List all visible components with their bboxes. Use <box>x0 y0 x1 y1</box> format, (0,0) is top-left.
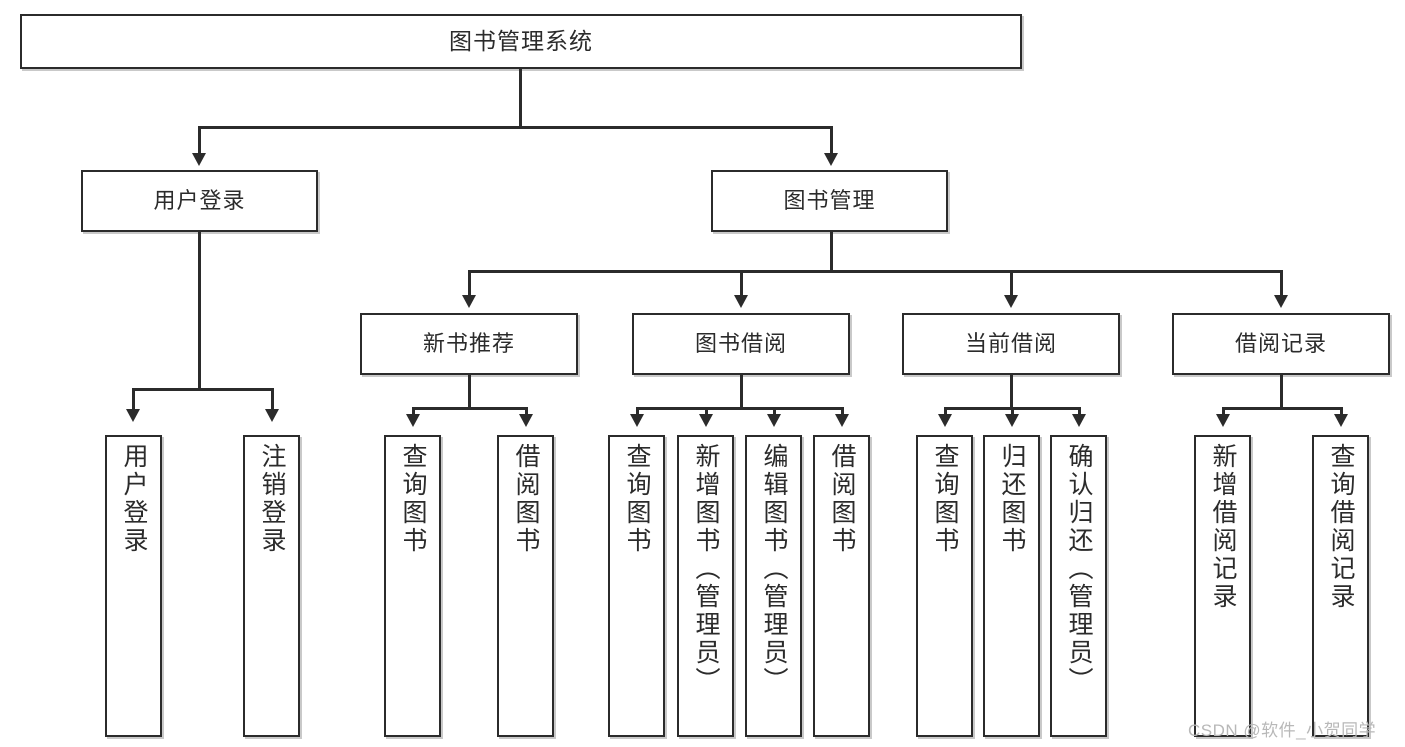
node-root-book-management-system[interactable]: 图书管理系统 <box>20 14 1022 69</box>
arrowhead-borrow-record <box>1274 295 1288 308</box>
leaf-add-book-admin[interactable]: 新增图书（管理员） <box>677 435 734 737</box>
arrowhead-leaf-user-login <box>126 409 140 422</box>
leaf-logout[interactable]: 注销登录 <box>243 435 300 737</box>
node-label: 新增图书（管理员） <box>692 443 720 695</box>
edge-borrow-record-bus <box>1222 407 1341 410</box>
arrowhead-br-leaf-1 <box>1216 414 1230 427</box>
leaf-add-borrow-record[interactable]: 新增借阅记录 <box>1194 435 1251 737</box>
edge-root-bus <box>198 126 832 129</box>
leaf-query-book-current[interactable]: 查询图书 <box>916 435 973 737</box>
node-label: 新增借阅记录 <box>1209 443 1237 611</box>
edge-bb-drop-2 <box>705 407 708 417</box>
leaf-query-book-recommend[interactable]: 查询图书 <box>384 435 441 737</box>
edge-current-borrow-stem <box>1010 375 1013 407</box>
node-label: 图书管理 <box>783 188 876 214</box>
edge-cb-drop-2 <box>1011 407 1014 417</box>
node-label: 确认归还（管理员） <box>1065 443 1093 695</box>
node-label: 借阅记录 <box>1234 331 1327 357</box>
node-label: 查询借阅记录 <box>1327 443 1355 611</box>
edge-borrow-record-stem <box>1280 375 1283 407</box>
edge-br-drop-2 <box>1340 407 1343 417</box>
edge-root-to-user-login <box>198 126 201 156</box>
arrowhead-nb-leaf-2 <box>519 414 533 427</box>
leaf-query-borrow-record[interactable]: 查询借阅记录 <box>1312 435 1369 737</box>
leaf-query-book[interactable]: 查询图书 <box>608 435 665 737</box>
node-label: 图书管理系统 <box>449 27 593 54</box>
node-new-book-recommend[interactable]: 新书推荐 <box>360 313 578 375</box>
leaf-edit-book-admin[interactable]: 编辑图书（管理员） <box>745 435 802 737</box>
edge-bb-drop-1 <box>636 407 639 417</box>
edge-book-borrow-stem <box>740 375 743 407</box>
node-label: 注销登录 <box>258 443 286 555</box>
edge-to-book-borrow <box>740 270 743 296</box>
watermark: CSDN @软件_小贺同学 <box>1188 721 1377 740</box>
edge-root-stem <box>519 69 522 126</box>
edge-user-login-drop-1 <box>132 388 135 410</box>
edge-new-book-drop-2 <box>525 407 528 417</box>
arrowhead-cb-leaf-3 <box>1072 414 1086 427</box>
edge-new-book-bus <box>412 407 525 410</box>
node-label: 归还图书 <box>998 443 1026 555</box>
edge-root-to-book-management <box>830 126 833 156</box>
edge-to-new-book-recommend <box>468 270 471 296</box>
arrowhead-new-book-recommend <box>462 295 476 308</box>
edge-bb-drop-3 <box>773 407 776 417</box>
leaf-borrow-book-recommend[interactable]: 借阅图书 <box>497 435 554 737</box>
arrowhead-bb-leaf-2 <box>699 414 713 427</box>
node-book-management[interactable]: 图书管理 <box>711 170 948 232</box>
node-current-borrow[interactable]: 当前借阅 <box>902 313 1120 375</box>
arrowhead-nb-leaf-1 <box>406 414 420 427</box>
node-label: 用户登录 <box>153 188 246 214</box>
edge-level3-bus <box>468 270 1280 273</box>
arrowhead-bb-leaf-4 <box>835 414 849 427</box>
node-label: 借阅图书 <box>512 443 540 555</box>
arrowhead-book-management <box>824 153 838 166</box>
node-book-borrow[interactable]: 图书借阅 <box>632 313 850 375</box>
edge-new-book-drop-1 <box>412 407 415 417</box>
arrowhead-cb-leaf-2 <box>1005 414 1019 427</box>
node-label: 图书借阅 <box>694 331 787 357</box>
arrowhead-br-leaf-2 <box>1334 414 1348 427</box>
edge-user-login-stem <box>198 232 201 388</box>
node-label: 编辑图书（管理员） <box>760 443 788 695</box>
edge-book-management-stem <box>830 232 833 270</box>
node-label: 查询图书 <box>399 443 427 555</box>
arrowhead-leaf-logout <box>265 409 279 422</box>
node-label: 查询图书 <box>931 443 959 555</box>
leaf-user-login[interactable]: 用户登录 <box>105 435 162 737</box>
edge-cb-drop-3 <box>1078 407 1081 417</box>
node-borrow-record[interactable]: 借阅记录 <box>1172 313 1390 375</box>
arrowhead-user-login <box>192 153 206 166</box>
arrowhead-bb-leaf-1 <box>630 414 644 427</box>
arrowhead-bb-leaf-3 <box>767 414 781 427</box>
leaf-return-book[interactable]: 归还图书 <box>983 435 1040 737</box>
node-label: 新书推荐 <box>422 331 515 357</box>
node-label: 当前借阅 <box>964 331 1057 357</box>
edge-new-book-stem <box>468 375 471 407</box>
edge-cb-drop-1 <box>944 407 947 417</box>
edge-user-login-bus <box>132 388 271 391</box>
arrowhead-cb-leaf-1 <box>938 414 952 427</box>
edge-to-borrow-record <box>1280 270 1283 296</box>
node-user-login[interactable]: 用户登录 <box>81 170 318 232</box>
arrowhead-current-borrow <box>1004 295 1018 308</box>
edge-bb-drop-4 <box>841 407 844 417</box>
node-label: 借阅图书 <box>828 443 856 555</box>
leaf-confirm-return-admin[interactable]: 确认归还（管理员） <box>1050 435 1107 737</box>
edge-book-borrow-bus <box>636 407 843 410</box>
edge-to-current-borrow <box>1010 270 1013 296</box>
node-label: 查询图书 <box>623 443 651 555</box>
leaf-borrow-book[interactable]: 借阅图书 <box>813 435 870 737</box>
node-label: 用户登录 <box>120 443 148 555</box>
edge-br-drop-1 <box>1222 407 1225 417</box>
edge-user-login-drop-2 <box>271 388 274 410</box>
arrowhead-book-borrow <box>734 295 748 308</box>
